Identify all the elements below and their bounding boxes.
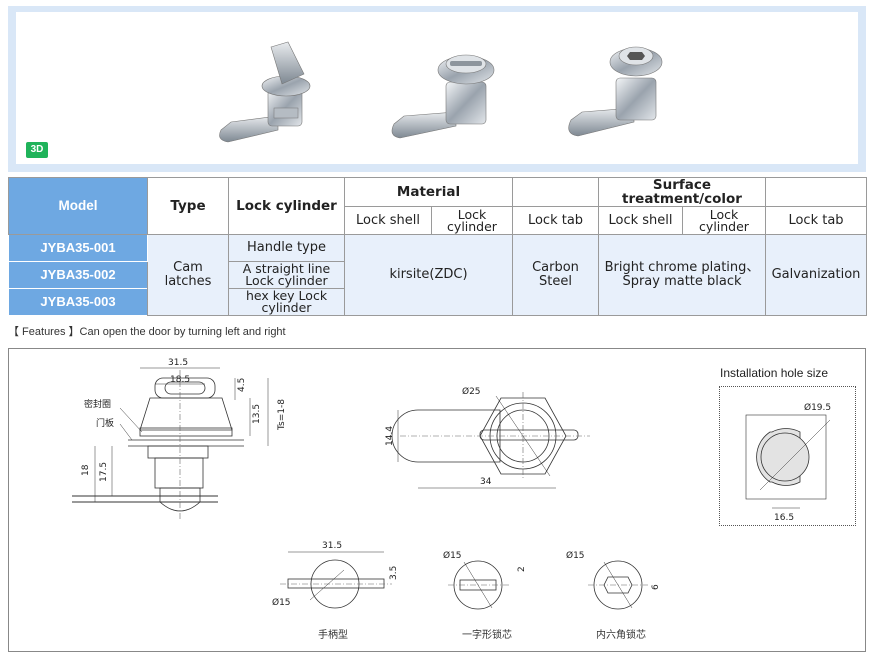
dim-label: 4.5 <box>237 378 247 392</box>
product-photo-area <box>16 12 858 164</box>
subheader-lock-cylinder: Lock cylinder <box>431 206 513 235</box>
lock-photo-straight <box>391 54 495 139</box>
cylinder-cell: hex key Lock cylinder <box>228 288 345 316</box>
dim-label: 2 <box>517 566 527 572</box>
caption-straight: 一字形锁芯 <box>462 630 512 641</box>
model-cell: JYBA35-003 <box>8 288 148 316</box>
side-view <box>72 367 269 520</box>
dim-label: 3.5 <box>389 566 399 580</box>
dim-label: Ø25 <box>462 386 481 397</box>
caption-handle: 手柄型 <box>318 630 348 641</box>
material-tab-cell: Carbon Steel <box>512 234 599 316</box>
material-shell-cylinder-cell: kirsite(ZDC) <box>344 234 513 316</box>
dim-label: Ø15 <box>443 550 462 561</box>
header-blank <box>765 177 867 207</box>
subheader-surface-lock-cylinder: Lock cylinder <box>682 206 766 235</box>
dim-label: 34 <box>480 477 492 487</box>
front-view <box>391 392 590 489</box>
technical-drawing-panel <box>8 348 866 652</box>
dim-label: 17.5 <box>99 462 109 482</box>
caption-hex: 内六角锁芯 <box>596 630 646 641</box>
dim-label: 14.4 <box>385 426 395 446</box>
installation-hole-box <box>719 386 856 526</box>
bottom-view-hex <box>588 560 648 610</box>
header-blank <box>512 177 599 207</box>
header-surface: Surface treatment/color <box>598 177 766 207</box>
type-cell: Cam latches <box>147 234 229 316</box>
dim-label: Ø15 <box>272 597 291 608</box>
subheader-surface-lock-shell: Lock shell <box>598 206 683 235</box>
surface-shell-cylinder-cell: Bright chrome plating、Spray matte black <box>598 234 766 316</box>
product-photos <box>219 41 663 143</box>
subheader-surface-lock-tab: Lock tab <box>765 206 867 235</box>
installation-hole-title: Installation hole size <box>720 366 829 380</box>
dim-label: 31.5 <box>168 358 188 368</box>
cylinder-cell: A straight line Lock cylinder <box>228 261 345 289</box>
dim-label: 6 <box>651 584 661 590</box>
subheader-lock-shell: Lock shell <box>344 206 432 235</box>
dim-label: 13.5 <box>252 404 262 424</box>
bottom-view-handle <box>280 551 392 609</box>
header-lock-cylinder: Lock cylinder <box>228 177 345 235</box>
features-text: 【 Features 】Can open the door by turning… <box>8 326 286 338</box>
3d-badge: 3D <box>26 142 48 158</box>
dim-label: Ts=1-8 <box>277 399 287 431</box>
door-label: 门板 <box>96 417 114 429</box>
dim-label: 18 <box>81 464 91 476</box>
lock-photo-handle <box>219 41 311 143</box>
dim-label: 31.5 <box>322 541 342 551</box>
surface-tab-cell: Galvanization <box>765 234 867 316</box>
dim-label: Ø19.5 <box>804 402 831 413</box>
spec-table: Model Type Lock cylinder Material Surfac… <box>8 177 867 316</box>
product-photo-panel: 3D <box>8 6 866 172</box>
dim-label: 18.5 <box>170 375 190 385</box>
lock-photo-hex <box>568 46 663 137</box>
header-model: Model <box>8 177 148 235</box>
model-cell: JYBA35-002 <box>8 261 148 289</box>
dim-label: Ø15 <box>566 550 585 561</box>
bottom-view-straight <box>448 560 510 610</box>
installation-hole-view <box>745 414 831 509</box>
dim-label: 16.5 <box>774 513 794 523</box>
seal-label: 密封圈 <box>84 398 111 410</box>
